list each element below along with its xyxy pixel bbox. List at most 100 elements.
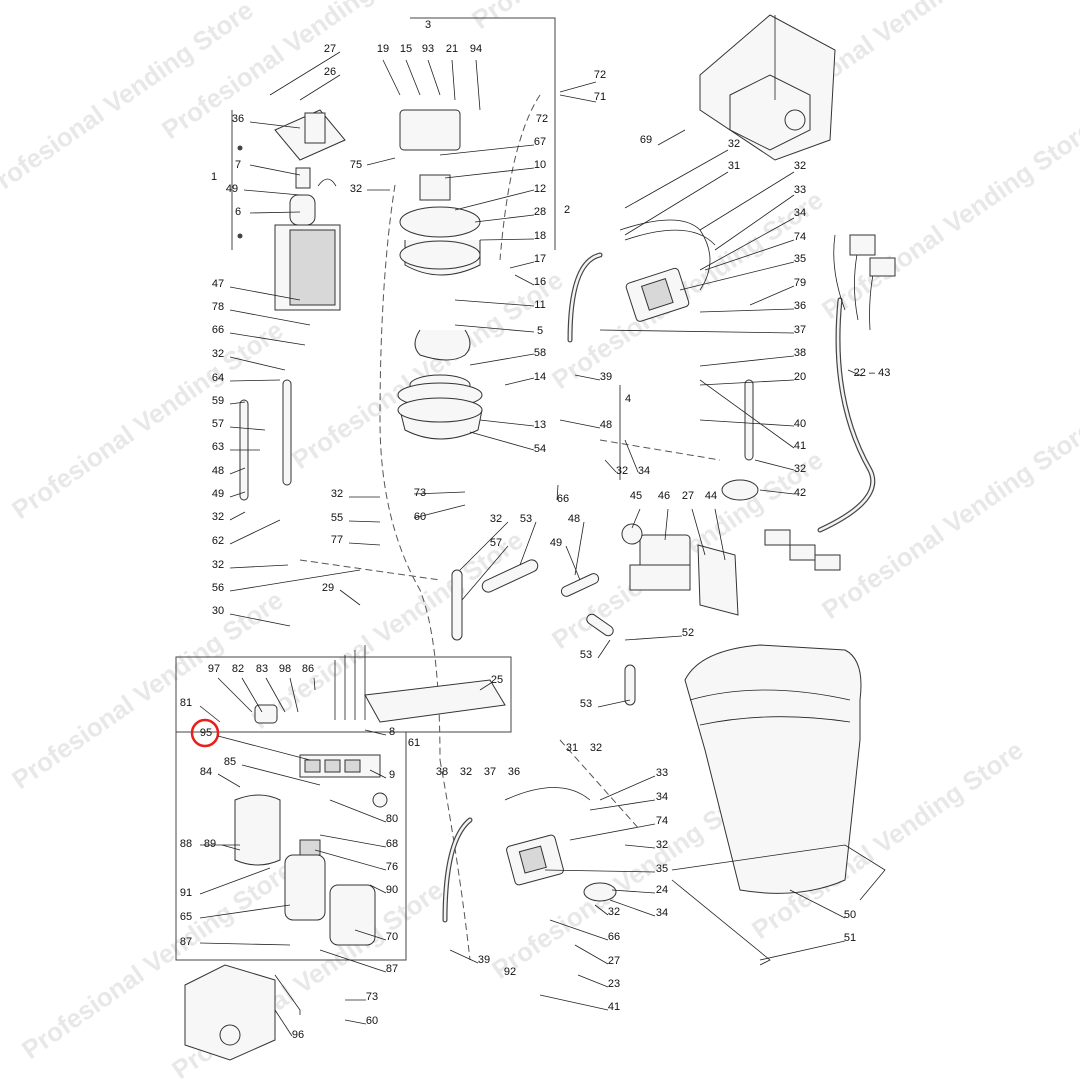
leader-line — [699, 171, 795, 231]
callout-number: 77 — [331, 534, 343, 546]
callout-number: 35 — [656, 863, 668, 875]
callout-number: 45 — [630, 490, 642, 502]
callout-number: 63 — [212, 441, 224, 453]
callout-number: 85 — [224, 756, 236, 768]
callout-number: 98 — [279, 663, 291, 675]
leader-line — [544, 869, 656, 873]
leader-line — [249, 211, 301, 214]
callout-number: 66 — [212, 324, 224, 336]
leader-line — [679, 261, 795, 291]
leader-line — [624, 439, 639, 473]
callout-number: 65 — [180, 911, 192, 923]
callout-number: 34 — [794, 207, 806, 219]
leader-line — [504, 377, 535, 386]
callout-number: 73 — [366, 991, 378, 1003]
leader-line — [249, 121, 301, 129]
leader-line — [289, 677, 299, 713]
leader-line — [319, 834, 387, 848]
callout-number: 64 — [212, 372, 224, 384]
callout-number: 74 — [656, 815, 668, 827]
callout-number: 23 — [608, 978, 620, 990]
leader-line — [241, 677, 263, 713]
leader-lines — [199, 51, 863, 1037]
callout-number: 86 — [302, 663, 314, 675]
leader-line — [366, 157, 396, 166]
leader-line — [199, 904, 291, 919]
leader-line — [704, 239, 795, 271]
leader-line — [229, 356, 286, 371]
callout-number: 36 — [232, 113, 244, 125]
callout-number: 46 — [658, 490, 670, 502]
callout-number: 16 — [534, 276, 546, 288]
leader-line — [439, 144, 535, 156]
callout-number: 40 — [794, 418, 806, 430]
leader-line — [249, 164, 301, 176]
callout-number: 48 — [568, 513, 580, 525]
callout-number: 72 — [536, 113, 548, 125]
callout-number: 32 — [794, 463, 806, 475]
leader-line — [313, 677, 316, 691]
leader-line — [514, 274, 535, 286]
leader-line — [699, 217, 795, 271]
leader-line — [699, 308, 795, 313]
callout-number: 7 — [235, 159, 241, 171]
tube-segments — [239, 379, 754, 706]
leader-line — [339, 589, 361, 606]
leader-line — [221, 844, 241, 851]
waste-bucket — [671, 644, 886, 966]
callout-number: 51 — [844, 932, 856, 944]
callout-number: 32 — [331, 488, 343, 500]
leader-line — [577, 974, 609, 988]
callout-number: 27 — [682, 490, 694, 502]
leader-line — [229, 332, 306, 346]
callout-number: 17 — [534, 253, 546, 265]
leader-line — [382, 59, 401, 96]
assembly-box-lower — [175, 731, 407, 961]
callout-number: 84 — [200, 766, 212, 778]
hose-dashed-6 — [439, 759, 471, 961]
leader-line — [269, 51, 341, 96]
lower-module-81 — [254, 645, 506, 808]
callout-number: 2 — [564, 204, 570, 216]
callout-number: 33 — [656, 767, 668, 779]
callout-number: 48 — [212, 465, 224, 477]
callout-number: 78 — [212, 301, 224, 313]
leader-line — [348, 542, 381, 546]
leader-line — [565, 545, 581, 581]
leader-line — [314, 849, 387, 871]
frame-bracket-lower — [184, 964, 301, 1061]
callout-number: 57 — [212, 418, 224, 430]
leader-line — [699, 419, 795, 427]
callout-number: 20 — [794, 371, 806, 383]
callout-number: 88 — [180, 838, 192, 850]
leader-line — [479, 682, 492, 691]
callout-number: 27 — [608, 955, 620, 967]
leader-line — [348, 520, 381, 523]
callout-number: 32 — [728, 138, 740, 150]
leader-line — [479, 238, 535, 241]
watermark-text: Profesional Vending Store — [546, 185, 828, 395]
callout-number: 32 — [490, 513, 502, 525]
leader-line — [454, 324, 535, 333]
leader-line — [759, 940, 846, 961]
leader-line — [265, 677, 286, 713]
leader-line — [413, 491, 466, 495]
leader-line — [199, 942, 291, 946]
callout-number: 56 — [212, 582, 224, 594]
callout-number: 9 — [389, 769, 395, 781]
leader-line — [847, 369, 863, 377]
callout-number: 39 — [600, 371, 612, 383]
callout-number: 36 — [794, 300, 806, 312]
leader-line — [229, 511, 246, 521]
callout-number: 53 — [580, 698, 592, 710]
callout-number: 66 — [557, 493, 569, 505]
leader-line — [217, 677, 253, 713]
watermark-text: Profesional Vending Store — [466, 0, 748, 35]
leader-line — [344, 1019, 367, 1025]
callout-number: 37 — [794, 324, 806, 336]
leader-line — [624, 171, 729, 236]
callout-number: 93 — [422, 43, 434, 55]
callout-number: 19 — [377, 43, 389, 55]
leader-line — [459, 521, 509, 571]
callout-number: 32 — [608, 906, 620, 918]
